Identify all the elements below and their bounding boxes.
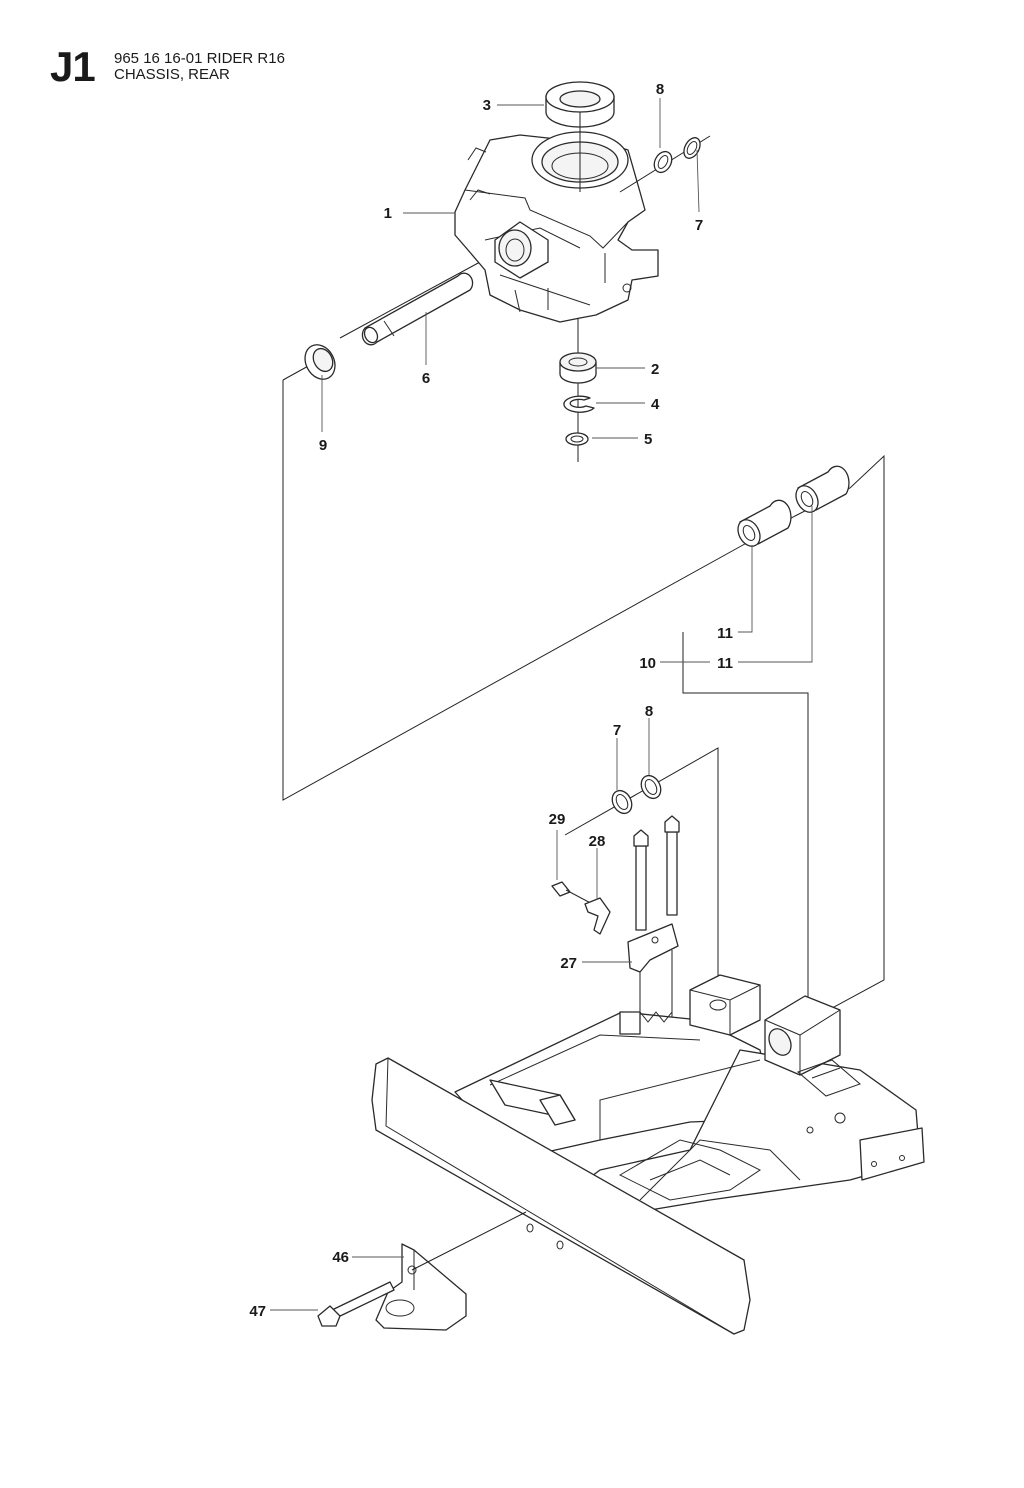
callout-2: 2 (651, 361, 659, 378)
callout-27: 27 (560, 955, 577, 972)
callout-46: 46 (332, 1249, 349, 1266)
bearing-top (545, 81, 615, 192)
washer-ring-top (619, 135, 711, 193)
pivot-housing (454, 131, 659, 323)
callout-7-top: 7 (695, 217, 703, 234)
callout-4: 4 (651, 396, 660, 413)
bracket-fasteners (551, 815, 680, 1040)
section-title: CHASSIS, REAR (114, 66, 230, 83)
model-line: 965 16 16-01 RIDER R16 (114, 50, 285, 67)
callout-3: 3 (483, 97, 491, 114)
section-code: J1 (50, 43, 96, 90)
hitch-bracket (317, 1211, 527, 1331)
callout-47: 47 (249, 1303, 266, 1320)
callout-6: 6 (422, 370, 430, 387)
callout-7-lower: 7 (613, 722, 621, 739)
callout-28: 28 (589, 833, 606, 850)
callout-11-lower: 11 (717, 655, 733, 672)
washer-ring-lower (611, 774, 662, 815)
lower-bearing-stack (559, 318, 597, 462)
chassis-frame (371, 974, 925, 1335)
assembly-lines (282, 261, 885, 1075)
callout-5: 5 (644, 431, 652, 448)
bushings (737, 465, 850, 547)
callout-1: 1 (384, 205, 392, 222)
callout-8-lower: 8 (645, 703, 653, 720)
callout-10: 10 (639, 655, 656, 672)
callout-29: 29 (549, 811, 566, 828)
leader-lines (270, 98, 813, 1311)
callout-labels: 1 2 3 4 5 6 7 7 8 8 9 10 11 11 27 28 29 … (249, 81, 733, 1320)
callout-9: 9 (319, 437, 327, 454)
pivot-pin (304, 272, 474, 380)
callout-8-top: 8 (656, 81, 664, 98)
callout-11-upper: 11 (717, 625, 733, 642)
